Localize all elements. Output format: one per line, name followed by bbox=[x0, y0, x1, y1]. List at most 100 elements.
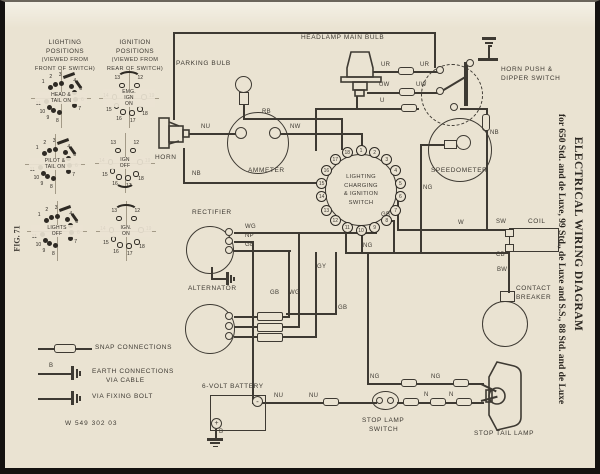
snap-connector bbox=[54, 344, 76, 353]
terminal-number: 13 bbox=[110, 140, 117, 147]
wire-segment bbox=[280, 133, 363, 135]
terminal-dot bbox=[134, 239, 140, 245]
terminal-number: 16 bbox=[116, 115, 122, 122]
terminal-number: 3 bbox=[58, 72, 62, 78]
stop-lamp-switch-terminal bbox=[376, 397, 383, 404]
terminal-number: 5 bbox=[75, 219, 79, 226]
terminal-number: 7 bbox=[72, 171, 76, 178]
switch-terminal: 10 bbox=[355, 224, 367, 236]
stop-lamp-switch-terminal bbox=[387, 397, 394, 404]
link-bar bbox=[68, 145, 77, 156]
coil-label: COIL bbox=[528, 218, 546, 225]
terminal-dot bbox=[64, 217, 70, 223]
terminal-number: 15 bbox=[102, 171, 108, 178]
terminal-dot bbox=[117, 242, 123, 248]
terminal-number: 1 bbox=[37, 211, 41, 218]
contact-breaker-label: CONTACT bbox=[516, 285, 552, 292]
wire-label-ng: NG bbox=[363, 243, 373, 249]
terminal-number: 10 bbox=[39, 108, 46, 115]
wire-label-n: N bbox=[449, 392, 454, 398]
wire-segment bbox=[71, 391, 74, 405]
wire-segment bbox=[213, 445, 218, 447]
switch-position-diagram-lighting: 1234567891011HEAD &TAIL ON bbox=[29, 66, 93, 130]
wire-label-bw: BW bbox=[497, 267, 508, 273]
terminal-number: 1 bbox=[41, 78, 45, 85]
wire-segment bbox=[76, 348, 92, 350]
wire-segment bbox=[478, 58, 498, 61]
legend-earth-cable-label: EARTH CONNECTIONS bbox=[92, 368, 174, 375]
terminal-number: 9 bbox=[40, 180, 44, 187]
stop-lamp-switch-body bbox=[372, 391, 399, 410]
wire-label-w: W bbox=[458, 220, 464, 226]
snap-connector bbox=[453, 379, 469, 387]
battery-body bbox=[210, 395, 266, 431]
horn-push-label2: DIPPER SWITCH bbox=[501, 75, 561, 82]
rectifier-terminal bbox=[225, 246, 233, 254]
wire-label-uw: UW bbox=[416, 82, 427, 88]
speedometer-bulb-icon bbox=[456, 135, 471, 150]
terminal-number: 7 bbox=[78, 105, 82, 112]
terminal-dot bbox=[67, 235, 73, 241]
wire-segment bbox=[367, 383, 484, 385]
wire-segment bbox=[38, 398, 71, 400]
rectifier-terminal bbox=[225, 228, 233, 236]
wire-segment bbox=[233, 276, 235, 281]
wire-segment bbox=[315, 252, 317, 338]
terminal-dot bbox=[133, 171, 139, 177]
wire-label-ng: NG bbox=[370, 374, 380, 380]
wire-label-wg: WG bbox=[245, 224, 256, 230]
terminal-dot bbox=[53, 243, 59, 249]
terminal-number: 5 bbox=[73, 152, 77, 159]
wire-segment bbox=[234, 232, 376, 234]
switch-terminal: 18 bbox=[341, 146, 353, 158]
terminal-dot bbox=[40, 170, 46, 176]
wire-segment bbox=[243, 105, 245, 119]
snap-connector bbox=[398, 67, 414, 75]
wire-segment bbox=[243, 118, 343, 120]
switch-terminal: 16 bbox=[320, 164, 332, 176]
terminal-number: 12 bbox=[133, 140, 140, 147]
margin-title: ELECTRICAL WIRING DIAGRAM bbox=[572, 136, 584, 332]
battery-negative-terminal: - bbox=[252, 396, 263, 407]
wire-label-nu: NU bbox=[274, 393, 284, 399]
terminal-number: 15 bbox=[106, 106, 112, 113]
wire-label-nu: NU bbox=[309, 393, 319, 399]
rectifier-label: RECTIFIER bbox=[192, 209, 232, 216]
terminal-number: 15 bbox=[103, 239, 109, 246]
wire-segment bbox=[38, 373, 71, 375]
wire-segment bbox=[234, 326, 259, 328]
horn-label: HORN bbox=[155, 154, 177, 161]
alternator-label: ALTERNATOR bbox=[188, 285, 237, 292]
switch-label: LIGHTING CHARGING & IGNITION SWITCH bbox=[343, 174, 379, 206]
wire-label-b: B bbox=[219, 429, 224, 435]
connector-block bbox=[257, 322, 283, 332]
wire-segment bbox=[252, 241, 254, 404]
wire-segment bbox=[173, 32, 436, 34]
margin-subtitle: for 650 Std. and de Luxe, 99 Std., de Lu… bbox=[556, 113, 566, 405]
headlamp-label: HEADLAMP MAIN BULB bbox=[301, 34, 385, 41]
wire-label-nw: NW bbox=[290, 124, 301, 130]
switch-terminal: 8 bbox=[381, 215, 393, 227]
wire-segment bbox=[345, 226, 347, 254]
wire-label-n: N bbox=[424, 392, 429, 398]
terminal-number: 16 bbox=[113, 248, 119, 255]
wire-segment bbox=[288, 252, 290, 318]
dipper-switch-body bbox=[421, 64, 483, 126]
stop-lamp-switch-label2: SWITCH bbox=[369, 426, 399, 433]
wire-segment bbox=[211, 278, 228, 280]
terminal-number: 9 bbox=[46, 114, 50, 121]
wire-label-gy: GY bbox=[317, 264, 327, 270]
terminal-dot bbox=[126, 243, 132, 249]
terminal-number: 18 bbox=[138, 176, 144, 183]
terminal-dot bbox=[48, 214, 54, 220]
wire-label-sw: SW bbox=[496, 219, 507, 225]
dipper-contact bbox=[436, 87, 444, 95]
terminal-dot bbox=[51, 176, 57, 182]
horn-icon bbox=[158, 117, 190, 149]
terminal-dot bbox=[47, 241, 52, 247]
terminal-number: 1 bbox=[35, 144, 39, 151]
wire-segment bbox=[367, 252, 369, 385]
